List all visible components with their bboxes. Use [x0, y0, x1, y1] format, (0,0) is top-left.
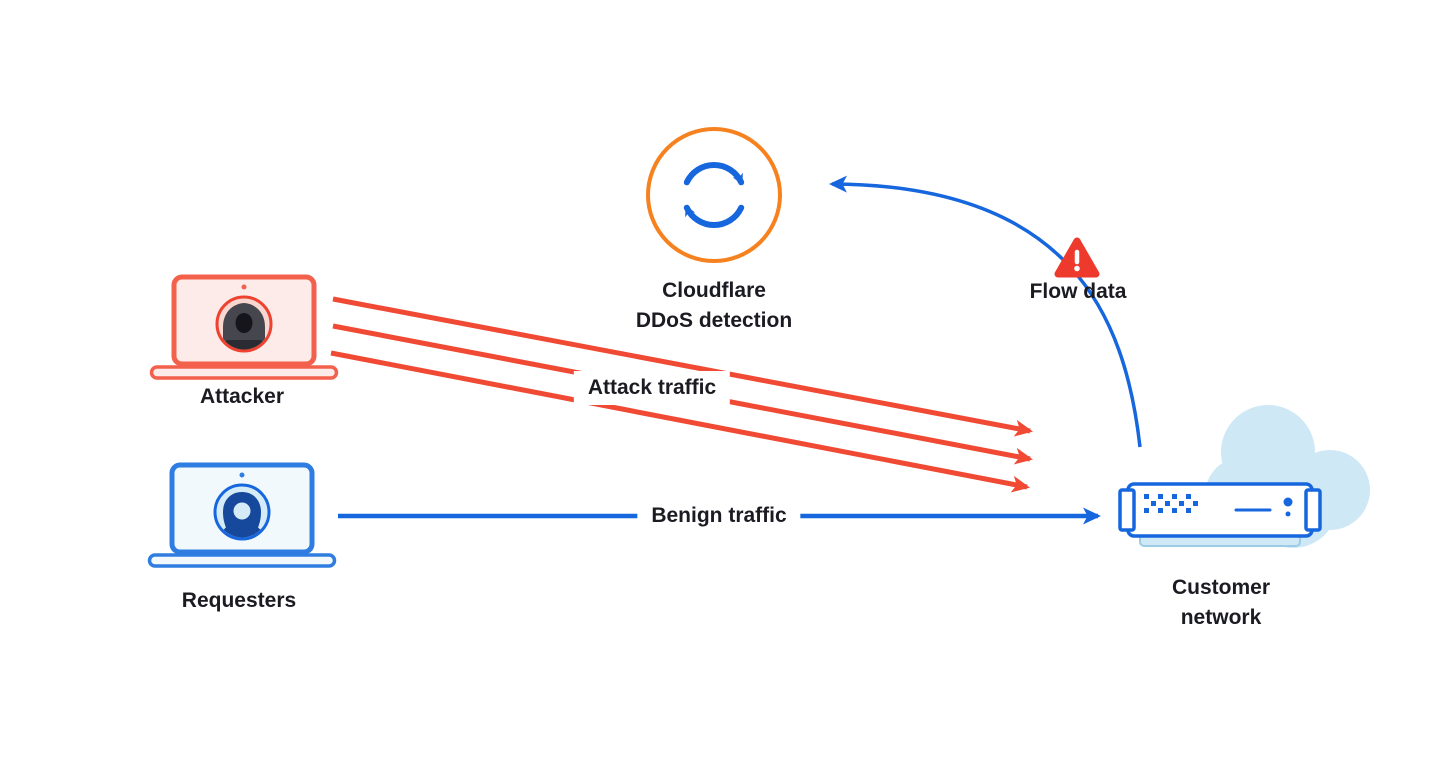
server-left-bracket	[1118, 488, 1136, 532]
server-right-bracket	[1304, 488, 1322, 532]
requester-laptop-icon	[147, 462, 337, 568]
hooded-figure-icon	[223, 303, 265, 350]
laptop-camera-dot	[239, 472, 245, 478]
customer-network-label-line1: Customer	[1171, 576, 1271, 599]
flow-data-arrow	[829, 175, 1142, 448]
benign-traffic-label: Benign traffic	[637, 499, 801, 533]
warning-icon	[1054, 237, 1100, 278]
customer-network-icon	[1118, 405, 1370, 548]
sync-arrow-bottom	[683, 204, 745, 228]
customer-network-label-line2: network	[1180, 606, 1262, 629]
server-icon	[1126, 482, 1314, 538]
attacker-node	[149, 274, 339, 387]
detection-circle	[646, 127, 782, 263]
attack-traffic-arrow-3	[330, 350, 1030, 493]
server-dot-grid	[1144, 494, 1198, 513]
server-led-large	[1283, 497, 1293, 507]
attacker-label: Attacker	[199, 385, 285, 408]
customer-network-node	[1108, 395, 1378, 565]
flow-data-node	[1054, 236, 1100, 283]
laptop-base	[149, 365, 339, 380]
customer-network-label: Customer network	[1172, 573, 1270, 633]
attacker-laptop-icon	[149, 274, 339, 380]
cloudflare-detection-label-line1: Cloudflare	[662, 279, 766, 302]
cloudflare-detection-label-line2: DDoS detection	[635, 309, 793, 332]
requesters-node	[147, 462, 337, 575]
cloudflare-detection-label: Cloudflare DDoS detection	[636, 276, 792, 336]
sync-arrow-top	[683, 162, 745, 186]
ddos-detection-sync-icon	[646, 127, 782, 263]
flow-data-label: Flow data	[1029, 280, 1127, 303]
laptop-camera-dot	[241, 284, 247, 290]
server-led-small	[1285, 511, 1291, 517]
laptop-base	[147, 553, 337, 568]
cloudflare-detection-node	[644, 125, 784, 270]
attack-traffic-label: Attack traffic	[573, 371, 731, 405]
attack-traffic-arrow-1	[332, 296, 1033, 437]
requesters-label: Requesters	[181, 589, 297, 612]
